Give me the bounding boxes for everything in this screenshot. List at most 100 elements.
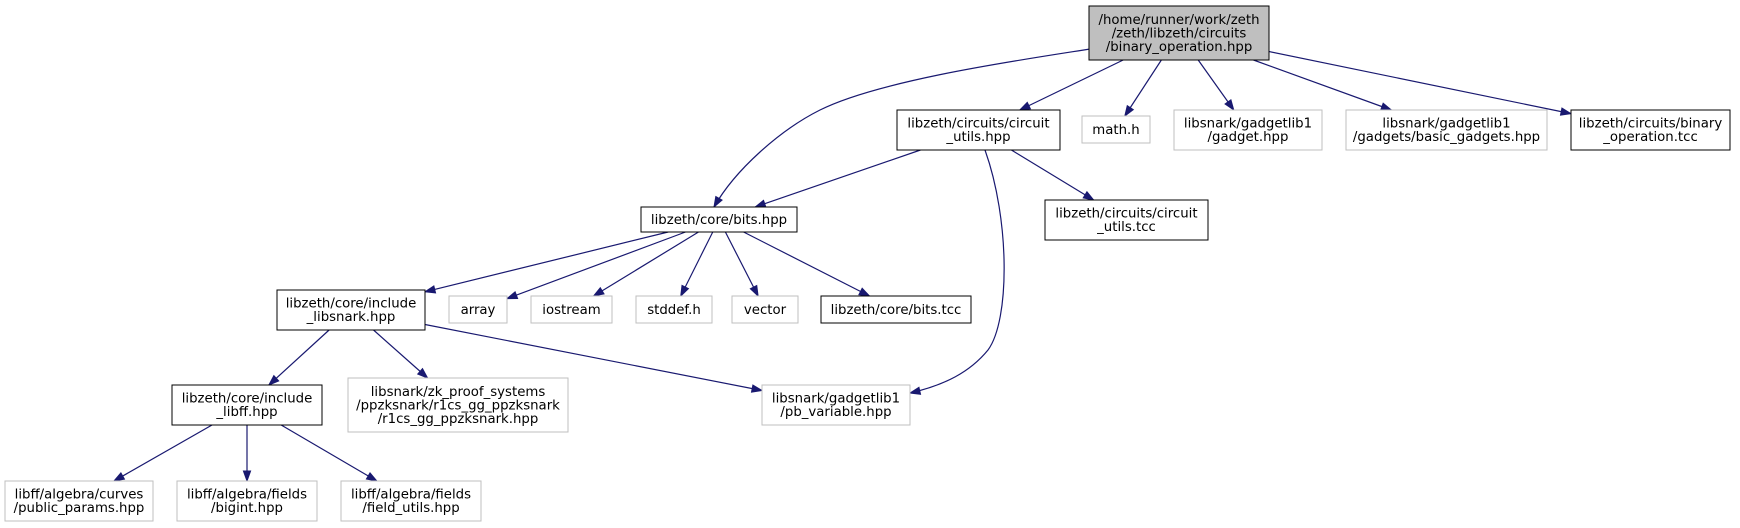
node-field-utils-hpp: libff/algebra/fields/field_utils.hpp [340, 480, 482, 522]
edge-line [424, 231, 669, 293]
node-label-line: libsnark/zk_proof_systems [371, 385, 546, 400]
node-label-line: /zeth/libzeth/circuits [1112, 26, 1247, 41]
node-label-line: array [461, 303, 496, 318]
edge-root-to-bits_hpp [713, 48, 1091, 209]
node-box [1570, 109, 1731, 151]
edge-circuit_utils_hpp-to-pb_variable_hpp [908, 149, 1005, 395]
node-label-line: _libff.hpp [215, 405, 277, 420]
edge-root-to-gadget_hpp [1197, 59, 1235, 112]
node-label-line: /pb_variable.hpp [780, 405, 891, 420]
edge-arrowhead [753, 199, 767, 208]
node-box [171, 384, 323, 426]
node-box [896, 109, 1061, 151]
node-iostream: iostream [530, 295, 613, 324]
node-bits-hpp[interactable]: libzeth/core/bits.hpp [640, 206, 798, 233]
node-label-line: vector [744, 303, 787, 318]
node-label-line: stddef.h [647, 303, 701, 318]
node-root: /home/runner/work/zeth/zeth/libzeth/circ… [1088, 5, 1270, 61]
node-label-line: libff/algebra/fields [351, 488, 471, 503]
edge-arrowhead [416, 367, 429, 379]
node-circuit-utils-hpp[interactable]: libzeth/circuits/circuit_utils.hpp [896, 109, 1061, 151]
node-bigint-hpp: libff/algebra/fields/bigint.hpp [176, 480, 318, 522]
edge-line [1253, 59, 1392, 111]
edge-bits_hpp-to-array [505, 231, 686, 300]
edge-arrowhead [1124, 104, 1135, 118]
edge-line [1268, 50, 1572, 115]
edge-arrowhead [1559, 107, 1573, 116]
edge-arrowhead [112, 472, 126, 482]
edge-circuit_utils_hpp-to-bits_hpp [753, 149, 921, 208]
edge-line [373, 329, 428, 379]
edge-line [909, 149, 1005, 394]
edge-arrowhead [423, 285, 437, 294]
node-box [820, 295, 972, 324]
edge-arrowhead [908, 386, 922, 395]
node-label-line: iostream [542, 303, 600, 318]
edge-arrowhead [1018, 101, 1032, 111]
edge-line [506, 231, 686, 300]
node-label-line: _libsnark.hpp [306, 310, 396, 325]
edge-include_libsnark_hpp-to-r1cs_gg_ppzksnark_hpp [373, 329, 429, 379]
edge-bits_hpp-to-stddef_h [680, 231, 714, 298]
node-box [1173, 109, 1323, 151]
edge-arrowhead [1082, 190, 1095, 201]
node-label-line: /r1cs_gg_ppzksnark.hpp [378, 412, 539, 427]
node-box [340, 480, 482, 522]
node-include-libsnark-hpp[interactable]: libzeth/core/include_libsnark.hpp [276, 289, 426, 331]
node-label-line: libff/algebra/fields [187, 488, 307, 503]
edge-line [743, 231, 870, 297]
node-label-line: /ppzksnark/r1cs_gg_ppzksnark [356, 398, 560, 413]
node-gadget-hpp: libsnark/gadgetlib1/gadget.hpp [1173, 109, 1323, 151]
edge-line [1011, 149, 1094, 201]
edge-arrowhead [713, 195, 723, 209]
node-box [1088, 5, 1270, 61]
node-array: array [448, 295, 508, 324]
edge-circuit_utils_hpp-to-circuit_utils_tcc [1011, 149, 1095, 201]
node-label-line: libsnark/gadgetlib1 [1184, 117, 1312, 132]
edge-line [113, 424, 213, 482]
node-label-line: _operation.tcc [1602, 130, 1698, 145]
node-label-line: libff/algebra/curves [15, 488, 144, 503]
node-basic-gadgets-hpp: libsnark/gadgetlib1/gadgets/basic_gadget… [1345, 109, 1548, 151]
edge-arrowhead [365, 471, 379, 482]
edge-line [424, 323, 763, 392]
edge-arrowhead [242, 470, 252, 483]
edge-line [1019, 59, 1124, 111]
node-bits-tcc[interactable]: libzeth/core/bits.tcc [820, 295, 972, 324]
edge-root-to-basic_gadgets_hpp [1253, 59, 1393, 111]
edge-line [268, 329, 330, 386]
node-include-libff-hpp[interactable]: libzeth/core/include_libff.hpp [171, 384, 323, 426]
node-label-line: /bigint.hpp [211, 501, 283, 516]
node-circuit-utils-tcc[interactable]: libzeth/circuits/circuit_utils.tcc [1044, 199, 1209, 241]
node-stddef-h: stddef.h [635, 295, 713, 324]
node-label-line: libzeth/circuits/circuit [907, 117, 1049, 132]
node-math-h: math.h [1081, 115, 1151, 144]
edge-include_libsnark_hpp-to-include_libff_hpp [267, 329, 330, 386]
node-box [347, 377, 569, 433]
edge-bits_hpp-to-vector [724, 231, 759, 298]
node-box [635, 295, 713, 324]
edge-line [713, 48, 1091, 208]
node-vector: vector [731, 295, 799, 324]
node-box [1044, 199, 1209, 241]
node-label-line: libzeth/core/include [182, 392, 313, 407]
edge-root-to-math_h [1124, 59, 1162, 118]
node-label-line: _utils.hpp [945, 130, 1010, 145]
edge-line [724, 231, 759, 297]
edge-arrowhead [592, 286, 605, 297]
edge-arrowhead [1224, 98, 1235, 112]
node-label-line: math.h [1092, 123, 1139, 138]
node-box [448, 295, 508, 324]
node-r1cs-gg-ppzksnark-hpp: libsnark/zk_proof_systems/ppzksnark/r1cs… [347, 377, 569, 433]
node-label-line: /gadget.hpp [1208, 130, 1289, 145]
node-label-line: libzeth/core/bits.hpp [651, 213, 787, 228]
node-binary-operation-tcc[interactable]: libzeth/circuits/binary_operation.tcc [1570, 109, 1731, 151]
node-label-line: /home/runner/work/zeth [1099, 13, 1260, 28]
edge-include_libff_hpp-to-public_params_hpp [112, 424, 213, 482]
node-label-line: libsnark/gadgetlib1 [1382, 117, 1510, 132]
node-box [1081, 115, 1151, 144]
node-box [1345, 109, 1548, 151]
edge-root-to-circuit_utils_hpp [1018, 59, 1124, 111]
node-box [4, 480, 154, 522]
